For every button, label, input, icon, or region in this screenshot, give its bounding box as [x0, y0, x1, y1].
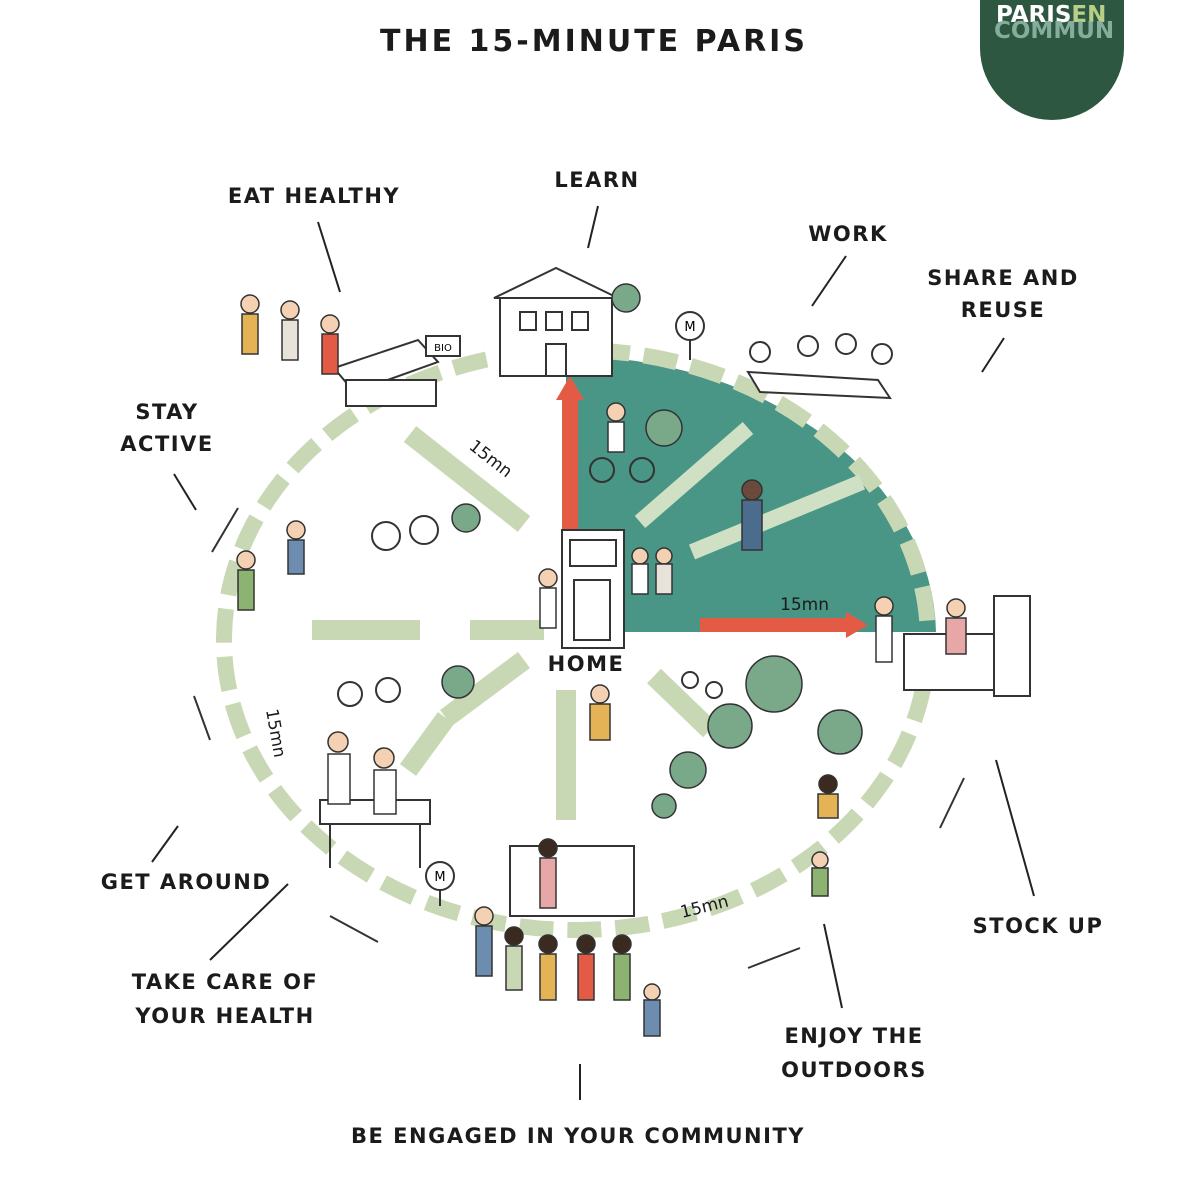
school-building-icon [493, 266, 619, 377]
person-icon [643, 983, 661, 1037]
tree-icon [669, 751, 707, 789]
people [236, 294, 967, 1037]
market-sign-text: BIO [434, 343, 452, 354]
streets-in-zone [634, 421, 866, 560]
distance-label-east: 15mn [780, 595, 829, 615]
person-icon [576, 934, 596, 1001]
arrow-right-head [846, 612, 868, 638]
label-enjoy-the: ENJOY THE [784, 1024, 924, 1048]
person-icon [655, 547, 673, 595]
metro-label-top: M [684, 320, 695, 335]
arrow-right-shaft [700, 618, 848, 632]
person-icon [538, 568, 558, 629]
tree-icon [451, 503, 481, 533]
person-icon [811, 851, 829, 897]
person-icon [373, 747, 397, 815]
distance-label-south: 15mn [678, 892, 730, 923]
tree-icon [817, 709, 863, 755]
metro-sign-icon [425, 311, 705, 906]
person-icon [236, 550, 256, 611]
home-door-icon [561, 529, 625, 649]
page-title: THE 15-MINUTE PARIS [380, 24, 808, 59]
tree-icon [611, 283, 641, 313]
metro-label-bottom: M [434, 870, 445, 885]
person-icon [538, 934, 558, 1001]
community-stage-icon [509, 845, 635, 917]
work-desk-icon [746, 333, 893, 400]
person-icon [945, 598, 967, 655]
person-icon [874, 596, 894, 663]
leader-lines [151, 205, 1035, 1100]
paris-en-commun-logo: PARISEN COMMUN [980, 0, 1124, 120]
label-reuse: REUSE [960, 298, 1046, 322]
bicycle-icon [337, 457, 723, 707]
person-icon [741, 479, 763, 551]
label-stay: STAY [135, 400, 199, 424]
arrow-up-head [556, 376, 584, 400]
logo-commun: COMMUN [994, 18, 1115, 44]
person-icon [240, 294, 260, 355]
market-stall-icon [332, 335, 461, 407]
label-get-around: GET AROUND [100, 870, 272, 894]
tree-icon [645, 409, 683, 447]
person-icon [280, 300, 300, 361]
streets [312, 426, 717, 820]
trees [441, 283, 863, 819]
label-your-health: YOUR HEALTH [135, 1004, 315, 1028]
logo-en: EN [1071, 2, 1107, 28]
person-icon [504, 926, 524, 991]
tree-icon [707, 703, 753, 749]
home-label: HOME [547, 652, 625, 676]
label-stock-up: STOCK UP [972, 914, 1104, 938]
person-icon [320, 314, 340, 375]
person-icon [612, 934, 632, 1001]
market-sign [425, 335, 461, 357]
tree-icon [745, 655, 803, 713]
label-community: BE ENGAGED IN YOUR COMMUNITY [351, 1124, 805, 1148]
person-icon [286, 520, 306, 575]
distance-label-west: 15mn [261, 707, 289, 759]
label-learn: LEARN [554, 168, 640, 192]
tree-icon [651, 793, 677, 819]
label-eat-healthy: EAT HEALTHY [227, 184, 401, 208]
tree-icon [441, 665, 475, 699]
label-active: ACTIVE [120, 432, 214, 456]
double-arrows [193, 507, 965, 969]
person-icon [589, 684, 611, 741]
person-icon [606, 402, 626, 453]
person-icon [474, 906, 494, 977]
label-work: WORK [808, 222, 888, 246]
person-icon [538, 838, 558, 909]
person-icon [327, 731, 351, 805]
label-share-and: SHARE AND [927, 266, 1079, 290]
logo-text-top: PARISEN [996, 2, 1106, 28]
logo-paris: PARIS [996, 2, 1072, 28]
person-icon [631, 547, 649, 595]
person-icon [817, 774, 839, 819]
label-outdoors: OUTDOORS [781, 1058, 927, 1082]
shop-counter-icon [903, 595, 1031, 697]
label-take-care-of: TAKE CARE OF [131, 970, 319, 994]
